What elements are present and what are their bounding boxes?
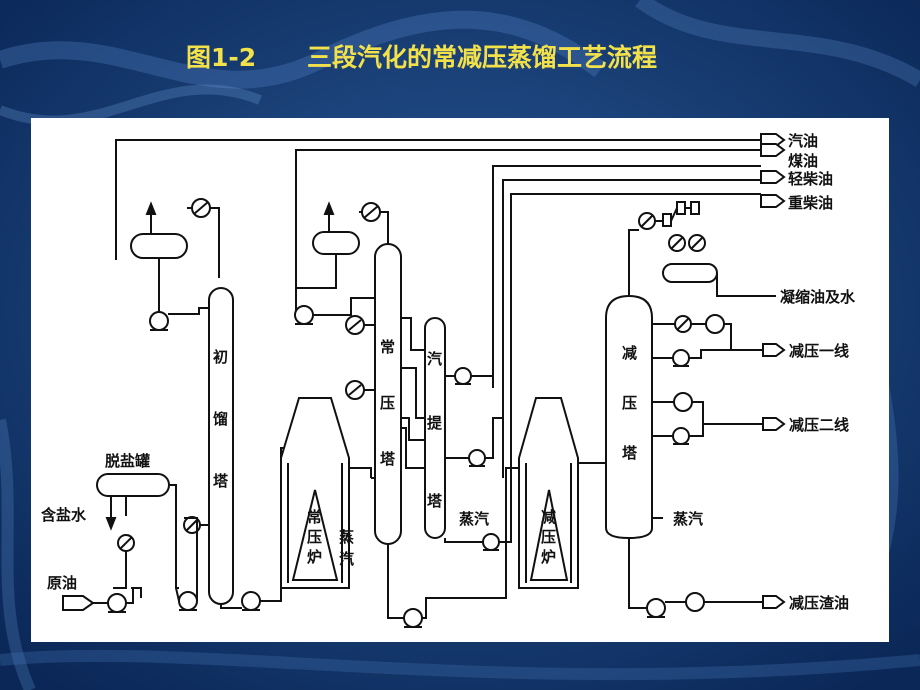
label-kerosene: 煤油	[788, 152, 818, 170]
label-steam-vac: 蒸汽	[673, 510, 703, 528]
vlabel-steam-b: 汽	[339, 550, 354, 568]
label-vac-line1: 减压一线	[789, 342, 849, 360]
label-crude: 原油	[47, 574, 77, 592]
vlabel-prefrac-3: 塔	[213, 472, 229, 490]
label-light-diesel: 轻柴油	[788, 170, 833, 188]
vlabel-stripper-1: 汽	[427, 350, 442, 368]
figure-number: 图1-2	[186, 43, 257, 72]
stripper-pump-2-icon	[468, 449, 486, 467]
vlabel-vac-furnace-2: 压	[541, 528, 556, 546]
label-heavy-diesel: 重柴油	[788, 194, 833, 212]
atm-pumparound-1-icon	[345, 315, 365, 335]
desalter-heater-icon	[117, 534, 135, 552]
vac-ejector-icon	[655, 201, 700, 227]
vac-condenser-1-icon	[638, 212, 656, 230]
gasoline-line	[115, 139, 761, 260]
stripper-pump-1-icon	[454, 367, 472, 385]
atm-condenser-icon	[361, 202, 381, 222]
vlabel-atm-furnace-3: 炉	[307, 548, 322, 566]
figure-title: 图1-2 三段汽化的常减压蒸馏工艺流程	[0, 38, 920, 78]
light-diesel-arrow	[760, 170, 786, 184]
figure-caption: 三段汽化的常减压蒸馏工艺流程	[307, 43, 658, 72]
vac-line1-motor-icon	[705, 314, 725, 334]
label-vac-residue: 减压渣油	[789, 594, 849, 612]
prefrac-condenser-icon	[191, 198, 211, 218]
vlabel-atm-furnace-2: 压	[307, 528, 322, 546]
stripper-tower	[424, 317, 446, 539]
vac-line2-pump-icon	[672, 427, 690, 445]
prefrac-bottom-pump-icon	[241, 591, 261, 611]
label-vac-line2: 减压二线	[789, 416, 849, 434]
vac-line2-arrow	[762, 417, 786, 431]
label-salt-water: 含盐水	[41, 506, 87, 524]
vac-line1-pump-icon	[672, 349, 690, 367]
vlabel-vac-tower-2: 压	[622, 394, 637, 412]
light-diesel-line	[492, 165, 761, 388]
label-desalter: 脱盐罐	[105, 452, 150, 470]
atm-bottom-pump-icon	[403, 608, 423, 628]
vlabel-atm-tower-2: 压	[380, 394, 395, 412]
prefrac-reflux-pump-icon	[149, 311, 169, 331]
heavy-diesel-return-line	[510, 193, 761, 498]
atm-reflux-drum	[312, 201, 360, 255]
vac-separator-drum	[662, 263, 718, 283]
vlabel-vac-tower-3: 塔	[622, 444, 638, 462]
vac-residue-exchanger-icon	[685, 592, 705, 612]
vlabel-vac-tower-1: 减	[622, 344, 637, 362]
vlabel-stripper-3: 塔	[427, 492, 443, 510]
vac-line1-arrow	[762, 343, 786, 357]
vlabel-vac-furnace-3: 炉	[541, 548, 556, 566]
vac-condenser-3-icon	[688, 234, 706, 252]
crude-pump-icon	[107, 593, 127, 613]
diagram-panel: 汽油 煤油 轻柴油 重柴油 凝缩油及水 减压一线 减压二线 蒸汽 减压渣油 脱盐…	[31, 118, 889, 642]
vac-condenser-2-icon	[668, 234, 686, 252]
vac-tower	[605, 294, 653, 540]
vlabel-atm-tower-3: 塔	[380, 450, 396, 468]
atm-furnace	[280, 397, 350, 589]
stripper-pump-3-icon	[482, 533, 500, 551]
crude-inlet-arrow	[62, 595, 95, 611]
prefrac-tower	[208, 287, 234, 605]
prefrac-reflux-drum	[130, 201, 188, 259]
vac-line1-cooler-icon	[674, 315, 692, 333]
atm-pumparound-2-icon	[345, 380, 365, 400]
vac-residue-arrow	[762, 595, 786, 609]
vlabel-stripper-2: 提	[427, 414, 443, 432]
process-flow-diagram: 汽油 煤油 轻柴油 重柴油 凝缩油及水 减压一线 减压二线 蒸汽 减压渣油 脱盐…	[41, 132, 856, 628]
label-gasoline: 汽油	[788, 132, 818, 150]
vlabel-prefrac-1: 初	[213, 348, 228, 366]
vlabel-steam-a: 蒸	[339, 528, 354, 546]
vac-furnace	[518, 397, 579, 589]
heavy-diesel-arrow	[760, 194, 786, 208]
label-steam-strip: 蒸汽	[459, 510, 489, 528]
vac-line2-motor-icon	[673, 392, 693, 412]
kerosene-line	[295, 149, 761, 318]
desalter-feed-pump-icon	[178, 591, 198, 611]
vlabel-atm-tower-1: 常	[380, 338, 395, 356]
vlabel-atm-furnace-1: 常	[307, 508, 322, 526]
vac-residue-pump-icon	[646, 598, 666, 618]
vlabel-prefrac-2: 馏	[212, 410, 228, 428]
heavy-diesel-line	[502, 179, 761, 478]
desalter-drum	[96, 473, 170, 497]
kerosene-arrow	[760, 143, 786, 157]
atm-reflux-pump-icon	[294, 305, 314, 325]
label-condensate-water: 凝缩油及水	[780, 288, 856, 306]
vlabel-vac-furnace-1: 减	[541, 508, 556, 526]
